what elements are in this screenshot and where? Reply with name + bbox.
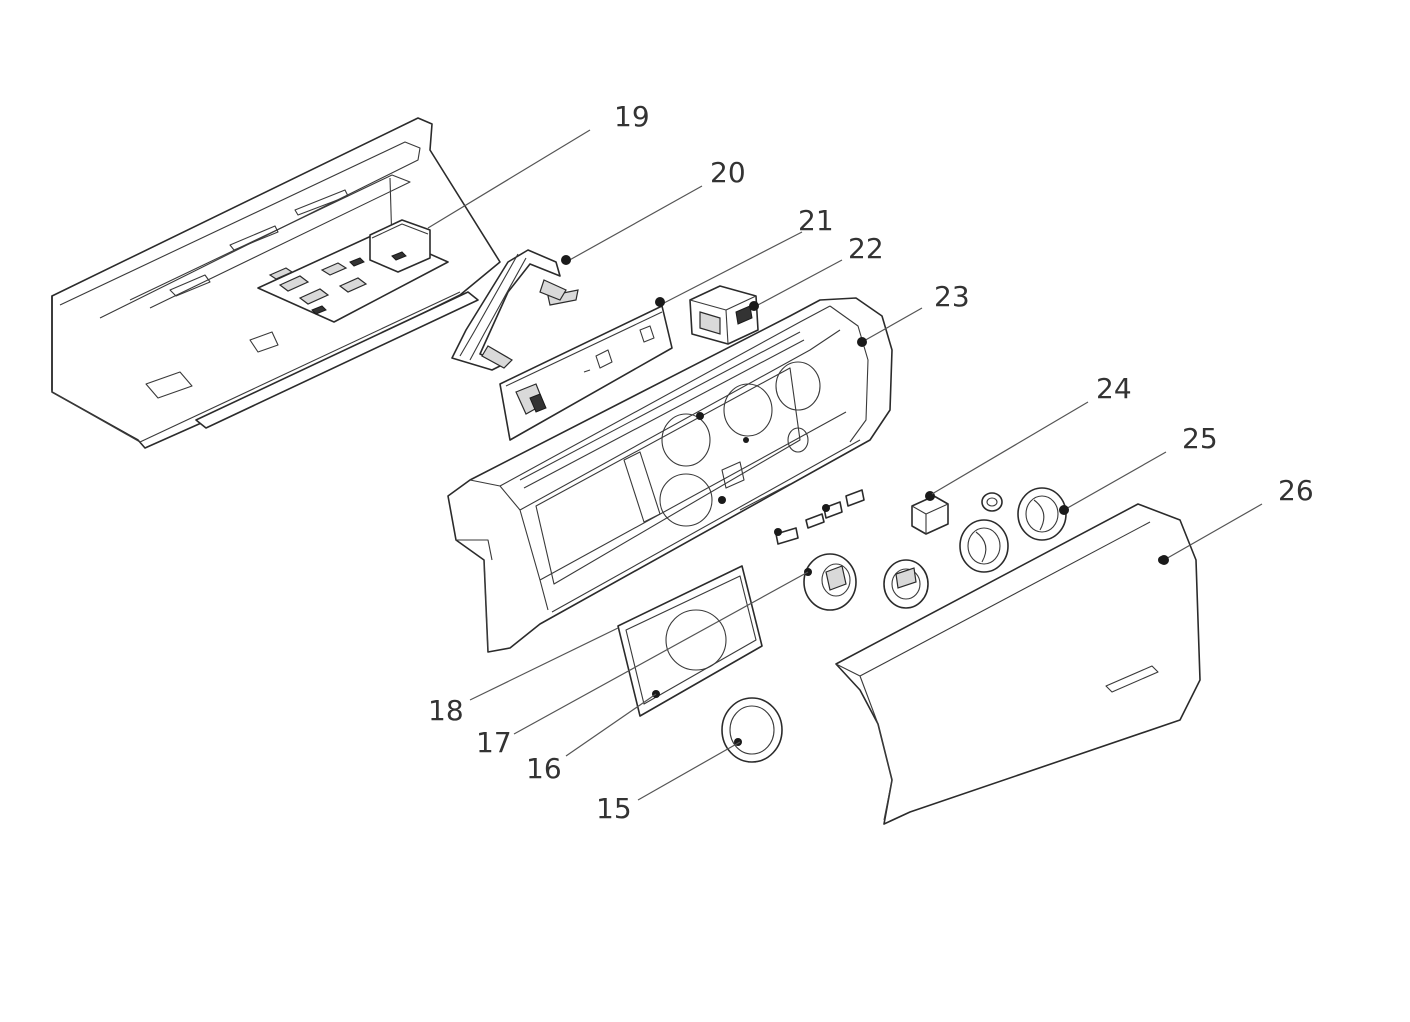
control-panel-frame bbox=[447, 297, 893, 653]
display-board bbox=[499, 305, 673, 441]
label-21: 21 bbox=[798, 204, 834, 237]
knob-1 bbox=[1017, 487, 1067, 541]
control-board bbox=[257, 219, 449, 323]
label-17: 17 bbox=[476, 726, 512, 759]
knob-3 bbox=[883, 559, 929, 609]
label-18: 18 bbox=[428, 694, 464, 727]
label-19: 19 bbox=[614, 100, 650, 133]
leader-18 bbox=[469, 627, 619, 701]
leader-lines bbox=[427, 129, 1263, 801]
leader-26 bbox=[1163, 503, 1263, 561]
leader-19 bbox=[427, 129, 591, 229]
knob-ring bbox=[721, 697, 783, 763]
front-cover-panel bbox=[835, 503, 1201, 825]
screws bbox=[774, 489, 865, 545]
leader-21 bbox=[661, 231, 803, 305]
label-25: 25 bbox=[1182, 422, 1218, 455]
anchor-dots bbox=[561, 255, 1169, 565]
label-15: 15 bbox=[596, 792, 632, 825]
part-number-labels: 19 20 21 22 23 24 25 26 18 17 16 15 bbox=[428, 100, 1314, 825]
label-23: 23 bbox=[934, 280, 970, 313]
leader-23 bbox=[861, 307, 923, 343]
knobs bbox=[803, 487, 1067, 611]
label-26: 26 bbox=[1278, 474, 1314, 507]
label-22: 22 bbox=[848, 232, 884, 265]
ribbon-cable bbox=[451, 249, 579, 371]
label-20: 20 bbox=[710, 156, 746, 189]
leader-24 bbox=[931, 401, 1089, 495]
leader-17 bbox=[513, 571, 809, 735]
knob-4 bbox=[803, 553, 857, 611]
label-16: 16 bbox=[526, 752, 562, 785]
leader-20 bbox=[565, 185, 703, 263]
leader-22 bbox=[755, 259, 843, 307]
switch-module bbox=[689, 285, 759, 345]
leader-15 bbox=[637, 741, 741, 801]
display-window bbox=[617, 565, 763, 717]
knob-2 bbox=[959, 519, 1009, 573]
leader-16 bbox=[565, 693, 657, 757]
push-button-switch bbox=[911, 491, 1003, 535]
leader-25 bbox=[1063, 451, 1167, 511]
label-24: 24 bbox=[1096, 372, 1132, 405]
